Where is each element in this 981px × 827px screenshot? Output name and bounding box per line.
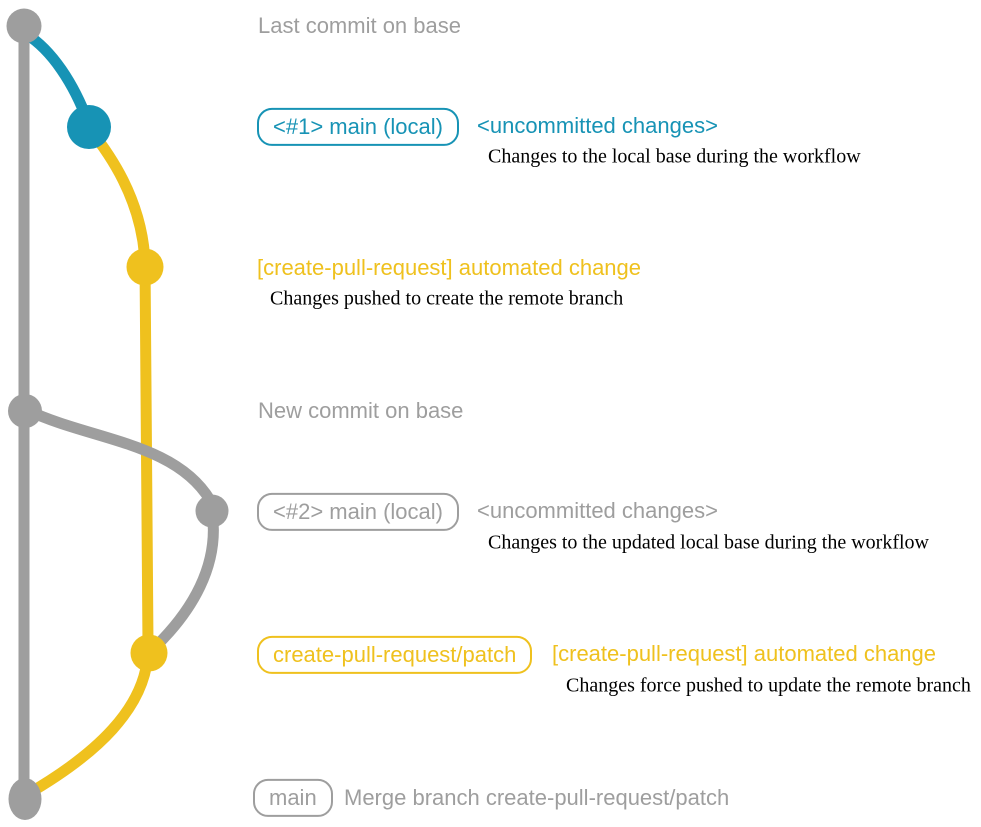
uncommitted-changes-2-label: <uncommitted changes> xyxy=(477,497,718,523)
badge-patch-branch: create-pull-request/patch xyxy=(257,635,533,675)
automated-1-note: Changes pushed to create the remote bran… xyxy=(270,287,624,310)
uncommitted-2-note: Changes to the updated local base during… xyxy=(488,531,929,554)
local-main-2-to-patch-line xyxy=(146,506,219,656)
automated-change-2-label: [create-pull-request] automated change xyxy=(552,640,937,666)
last-commit-label: Last commit on base xyxy=(258,12,461,38)
badge-main-local-2: <#2> main (local) xyxy=(257,492,459,532)
commit-dot-patch-2 xyxy=(130,634,168,672)
commit-dot-last-base xyxy=(6,8,42,44)
new-commit-label: New commit on base xyxy=(258,397,464,423)
commit-dot-local-main-2 xyxy=(195,494,229,528)
uncommitted-1-note: Changes to the local base during the wor… xyxy=(488,145,861,168)
badge-main: main xyxy=(253,778,333,818)
automated-change-1-label: [create-pull-request] automated change xyxy=(257,254,642,280)
automated-2-note: Changes force pushed to update the remot… xyxy=(566,674,971,697)
commit-dot-merge xyxy=(8,778,42,820)
commit-dot-new-base xyxy=(8,394,42,428)
uncommitted-changes-1-label: <uncommitted changes> xyxy=(477,112,718,138)
commit-dot-patch-1 xyxy=(126,248,164,286)
merge-commit-label: Merge branch create-pull-request/patch xyxy=(344,784,730,810)
commit-dot-local-main-1 xyxy=(67,105,111,149)
base-to-local-main-2-line xyxy=(21,404,216,506)
patch-branch-line xyxy=(20,122,154,801)
badge-main-local-1: <#1> main (local) xyxy=(257,107,459,147)
